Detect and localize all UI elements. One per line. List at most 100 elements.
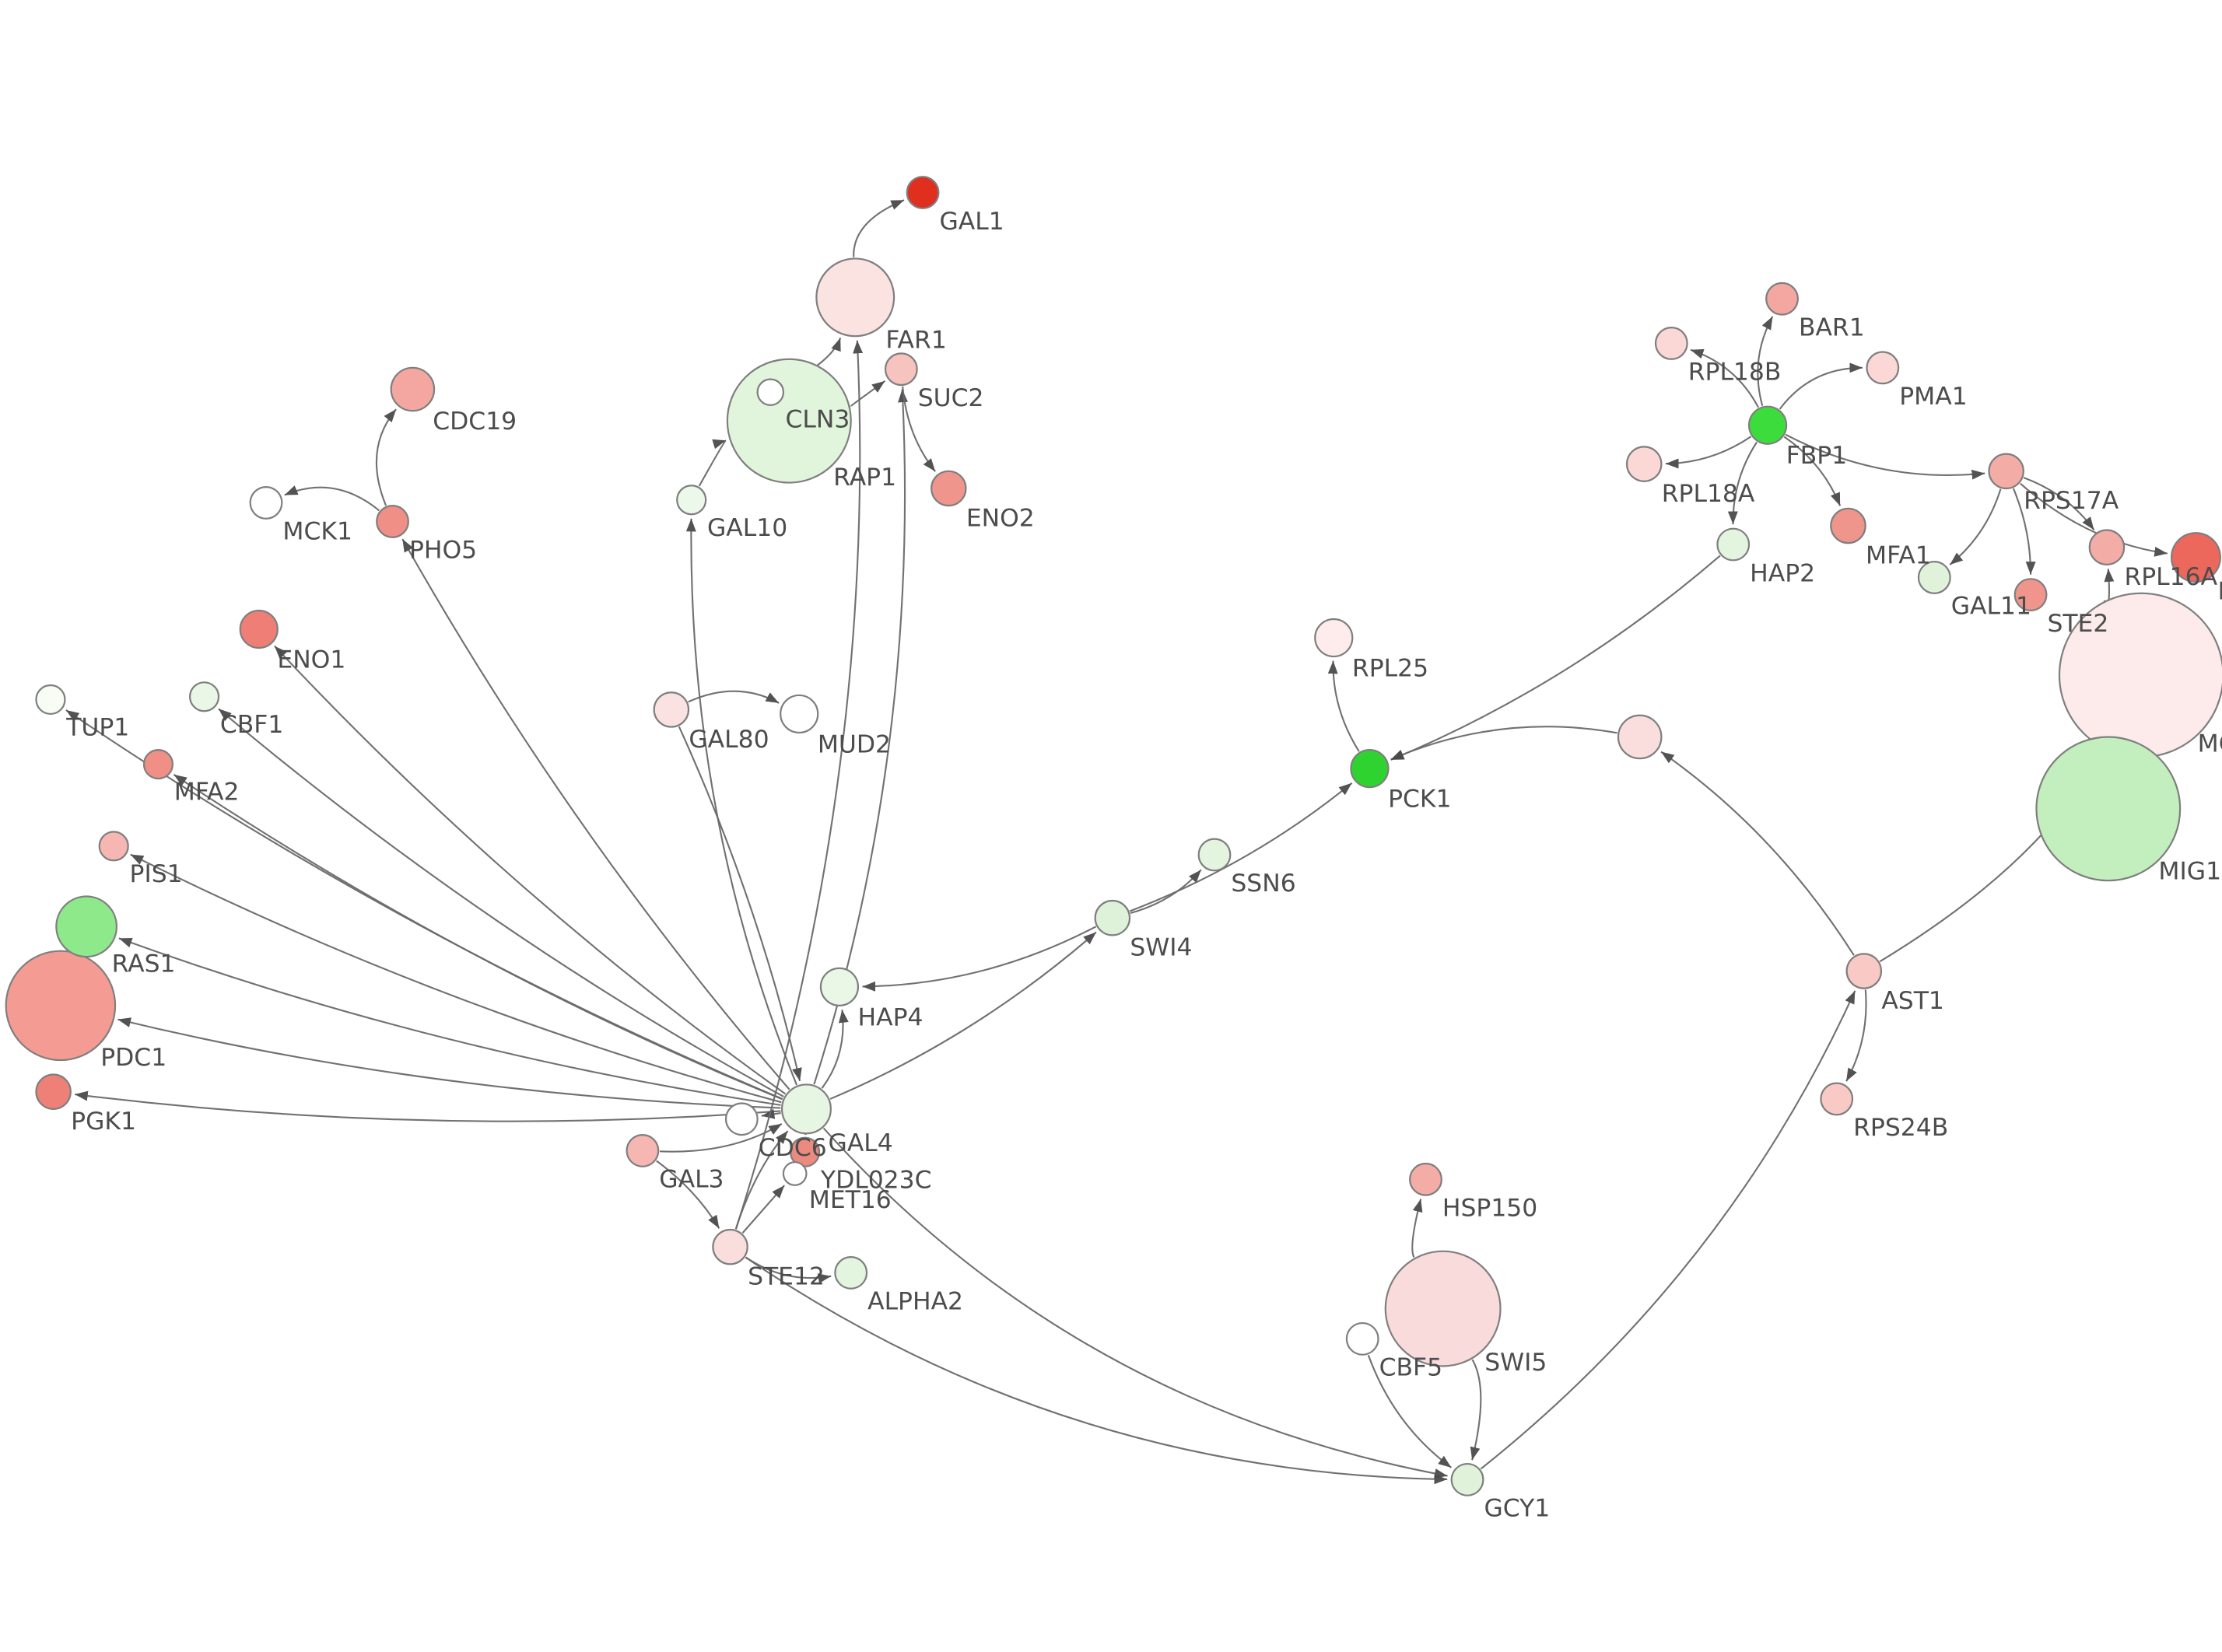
node-MUD2[interactable] xyxy=(780,694,819,734)
node-MFA2[interactable] xyxy=(142,749,174,780)
edge-UNNAMED-PCK1[interactable] xyxy=(1390,726,1617,761)
edge-PCK1-RPL25[interactable] xyxy=(1327,660,1360,752)
edge-SWI4-PCK1[interactable] xyxy=(1129,782,1353,912)
node-PIS1[interactable] xyxy=(98,831,129,862)
node-GAL3[interactable] xyxy=(626,1133,660,1167)
node-RPS24B[interactable] xyxy=(1820,1082,1854,1116)
node-PGK1[interactable] xyxy=(35,1073,72,1110)
node-PDC1[interactable] xyxy=(5,950,117,1062)
node-UNNAMED[interactable] xyxy=(1617,714,1663,760)
edge-FBP1-RPS17A[interactable] xyxy=(1785,433,1985,480)
node-RPL18A[interactable] xyxy=(1625,446,1663,482)
node-GCY1[interactable] xyxy=(1450,1462,1484,1496)
node-PMA1[interactable] xyxy=(1866,351,1900,385)
node-MIG1[interactable] xyxy=(2035,736,2182,882)
node-GAL1[interactable] xyxy=(906,176,940,209)
edge-GAL4-CDC6[interactable] xyxy=(761,1108,781,1119)
edge-GAL4-GAL10[interactable] xyxy=(685,518,798,1086)
node-MET16[interactable] xyxy=(782,1161,808,1186)
edge-SWI5-HSP150[interactable] xyxy=(1411,1199,1423,1258)
edge-GAL4-PHO5[interactable] xyxy=(401,538,790,1090)
node-HAP2[interactable] xyxy=(1716,527,1751,562)
edge-STE12-MET16[interactable] xyxy=(741,1185,785,1234)
node-FBP1[interactable] xyxy=(1747,405,1788,445)
node-PHO5[interactable] xyxy=(376,505,409,538)
edge-AST1-RPS24B[interactable] xyxy=(1845,989,1867,1082)
edge-STE12-GCY1[interactable] xyxy=(745,1256,1448,1485)
node-RPL16A[interactable] xyxy=(2088,529,2126,565)
edge-RAP1-SUC2[interactable] xyxy=(850,380,886,408)
edge-MCM1-RPL16A[interactable] xyxy=(2103,569,2115,605)
edge-GAL4-ENO1[interactable] xyxy=(274,645,787,1095)
node-PCK1[interactable] xyxy=(1350,749,1390,789)
node-RPL18B[interactable] xyxy=(1654,326,1688,360)
edge-GAL80-MUD2[interactable] xyxy=(688,690,780,704)
edge-SWI4-HAP4[interactable] xyxy=(862,926,1097,992)
edge-RPS17A-STE2[interactable] xyxy=(2012,488,2036,575)
node-HAP4[interactable] xyxy=(819,967,860,1006)
edge-GAL4-GCY1[interactable] xyxy=(822,1127,1448,1479)
node-RPS17A[interactable] xyxy=(1988,453,2024,490)
edge-FBP1-MFA1[interactable] xyxy=(1783,436,1842,506)
node-GAL80[interactable] xyxy=(653,691,690,728)
node-TUP1[interactable] xyxy=(35,684,66,716)
edge-PHO5-MCK1[interactable] xyxy=(284,485,380,512)
node-ALPHA2[interactable] xyxy=(834,1255,868,1290)
node-BAR1[interactable] xyxy=(1765,282,1799,316)
node-MFA1[interactable] xyxy=(1830,507,1866,544)
node-CDC6[interactable] xyxy=(724,1102,759,1136)
edge-CBF5-GCY1[interactable] xyxy=(1367,1354,1452,1468)
edge-SUC2-ENO2[interactable] xyxy=(902,386,936,472)
edge-FAR1-GAL1[interactable] xyxy=(853,199,905,257)
edge-FBP1-HAP2[interactable] xyxy=(1727,441,1758,525)
node-HIS4[interactable] xyxy=(2170,532,2221,583)
edge-GAL4-PDC1[interactable] xyxy=(117,1017,781,1109)
node-SUC2[interactable] xyxy=(884,352,918,387)
edge-GAL4-HAP4[interactable] xyxy=(821,1010,849,1089)
node-GAL10[interactable] xyxy=(676,485,707,516)
node-SWI5[interactable] xyxy=(1384,1250,1502,1367)
edge-GCY1-AST1[interactable] xyxy=(1480,990,1856,1470)
edge-AST1-UNNAMED[interactable] xyxy=(1660,751,1855,956)
node-YDL023C[interactable] xyxy=(790,1136,821,1167)
node-CDC19[interactable] xyxy=(390,366,436,412)
node-ENO1[interactable] xyxy=(239,609,279,649)
edge-HAP2-PCK1[interactable] xyxy=(1390,555,1721,761)
edge-RPS17A-HIS4[interactable] xyxy=(2020,482,2168,557)
edge-GAL4-MFA2[interactable] xyxy=(173,773,783,1101)
node-CLN3[interactable] xyxy=(756,378,785,406)
edge-GAL10-RAP1[interactable] xyxy=(698,439,727,487)
node-CBF1[interactable] xyxy=(188,681,220,712)
edge-STE12-FAR1[interactable] xyxy=(734,340,864,1230)
edge-GAL80-GAL4[interactable] xyxy=(678,726,802,1082)
edge-RPS17A-GAL11[interactable] xyxy=(1949,488,2002,565)
node-AST1[interactable] xyxy=(1845,953,1883,989)
edge-GAL4-SWI4[interactable] xyxy=(829,931,1097,1100)
edge-FBP1-RPL18B[interactable] xyxy=(1690,348,1759,408)
node-STE12[interactable] xyxy=(712,1228,748,1265)
edge-RPS17A-RPL16A[interactable] xyxy=(2023,477,2095,530)
edge-FBP1-PMA1[interactable] xyxy=(1779,362,1863,410)
edge-PHO5-CDC19[interactable] xyxy=(375,408,397,506)
node-CBF5[interactable] xyxy=(1345,1321,1379,1356)
node-HSP150[interactable] xyxy=(1409,1162,1442,1196)
edge-SWI4-SSN6[interactable] xyxy=(1130,869,1202,914)
edge-GAL3-STE12[interactable] xyxy=(656,1160,720,1229)
edge-FBP1-BAR1[interactable] xyxy=(1757,316,1774,407)
node-STE2[interactable] xyxy=(2013,578,2048,612)
edge-GAL4-TUP1[interactable] xyxy=(65,709,783,1100)
node-SSN6[interactable] xyxy=(1197,838,1232,872)
edge-FBP1-RPL18A[interactable] xyxy=(1665,436,1752,469)
edge-GAL4-RAS1[interactable] xyxy=(118,937,781,1106)
node-RPL25[interactable] xyxy=(1314,618,1354,658)
node-ENO2[interactable] xyxy=(931,470,967,507)
node-SWI4[interactable] xyxy=(1094,899,1131,936)
node-MCK1[interactable] xyxy=(249,486,283,520)
node-RAS1[interactable] xyxy=(55,895,118,958)
node-GAL4[interactable] xyxy=(780,1083,832,1135)
edge-GAL4-PGK1[interactable] xyxy=(75,1090,781,1122)
edge-SWI5-GCY1[interactable] xyxy=(1470,1359,1482,1461)
edge-GAL3-GAL4[interactable] xyxy=(660,1122,783,1153)
node-GAL11[interactable] xyxy=(1917,561,1951,594)
